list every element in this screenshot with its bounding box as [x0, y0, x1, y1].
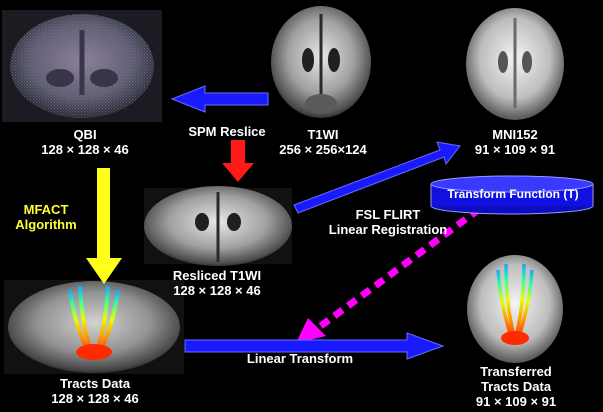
arrow-qbi-to-tracts: [86, 168, 122, 284]
t1wi-dims: 256 × 256×124: [270, 142, 376, 157]
flirt-line1: FSL FLIRT: [318, 207, 458, 222]
resliced-dims: 128 × 128 × 46: [152, 283, 282, 298]
flirt-label: FSL FLIRT Linear Registration: [318, 207, 458, 237]
mfact-line2: Algorithm: [4, 217, 88, 232]
transferred-name-line1: Transferred: [462, 364, 570, 379]
t1wi-name: T1WI: [270, 127, 376, 142]
qbi-name: QBI: [20, 127, 150, 142]
transferred-name-line2: Tracts Data: [462, 379, 570, 394]
t1wi-image: [266, 6, 376, 128]
transform-function-label: Transform Function (T): [438, 187, 588, 202]
t1wi-label: T1WI 256 × 256×124: [270, 127, 376, 157]
flirt-line2: Linear Registration: [318, 222, 458, 237]
mni152-image: [460, 8, 570, 126]
tracts-name: Tracts Data: [30, 376, 160, 391]
qbi-dims: 128 × 128 × 46: [20, 142, 150, 157]
arrow-t1wi-to-qbi: [172, 86, 268, 112]
transferred-tracts-label: Transferred Tracts Data 91 × 109 × 91: [462, 364, 570, 409]
resliced-name: Resliced T1WI: [152, 268, 282, 283]
linear-transform-label: Linear Transform: [240, 351, 360, 366]
tracts-data-label: Tracts Data 128 × 128 × 46: [30, 376, 160, 406]
mni152-name: MNI152: [460, 127, 570, 142]
mni152-label: MNI152 91 × 109 × 91: [460, 127, 570, 157]
resliced-t1wi-label: Resliced T1WI 128 × 128 × 46: [152, 268, 282, 298]
transferred-dims: 91 × 109 × 91: [462, 394, 570, 409]
mfact-line1: MFACT: [4, 202, 88, 217]
spm-reslice-label: SPM Reslice: [172, 124, 282, 139]
mni152-dims: 91 × 109 × 91: [460, 142, 570, 157]
transferred-tracts-image: [462, 254, 568, 364]
mfact-label: MFACT Algorithm: [4, 202, 88, 232]
tracts-dims: 128 × 128 × 46: [30, 391, 160, 406]
qbi-label: QBI 128 × 128 × 46: [20, 127, 150, 157]
arrow-reslice-down: [222, 140, 254, 182]
qbi-image: [2, 10, 162, 122]
resliced-t1wi-image: [144, 186, 292, 266]
